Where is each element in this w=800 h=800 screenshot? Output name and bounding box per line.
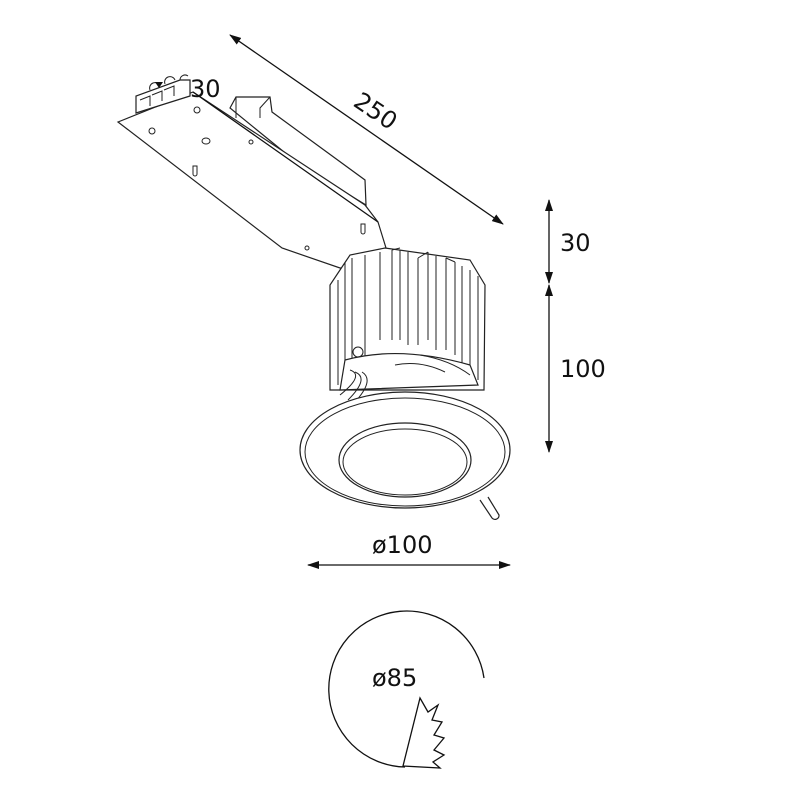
length-dimension-line — [229, 34, 504, 225]
heat-sink — [329, 247, 486, 403]
ground-arrow-icon — [155, 82, 163, 88]
height-dimensions: 30 100 — [545, 199, 606, 453]
driver-height-label: 30 — [190, 75, 221, 103]
trim-diameter-label: ø100 — [372, 531, 433, 559]
terminal-block — [135, 74, 191, 114]
cutout-diameter-label: ø85 — [372, 664, 417, 692]
cutout-diagram: ø85 — [328, 610, 485, 769]
trim-ring — [299, 391, 511, 520]
length-label: 250 — [349, 87, 403, 136]
trim-diameter-dimension: ø100 — [307, 531, 511, 569]
driver-height-dimension-label: 30 — [560, 229, 591, 257]
driver-box: 30 — [116, 74, 387, 269]
body-height-label: 100 — [560, 355, 606, 383]
